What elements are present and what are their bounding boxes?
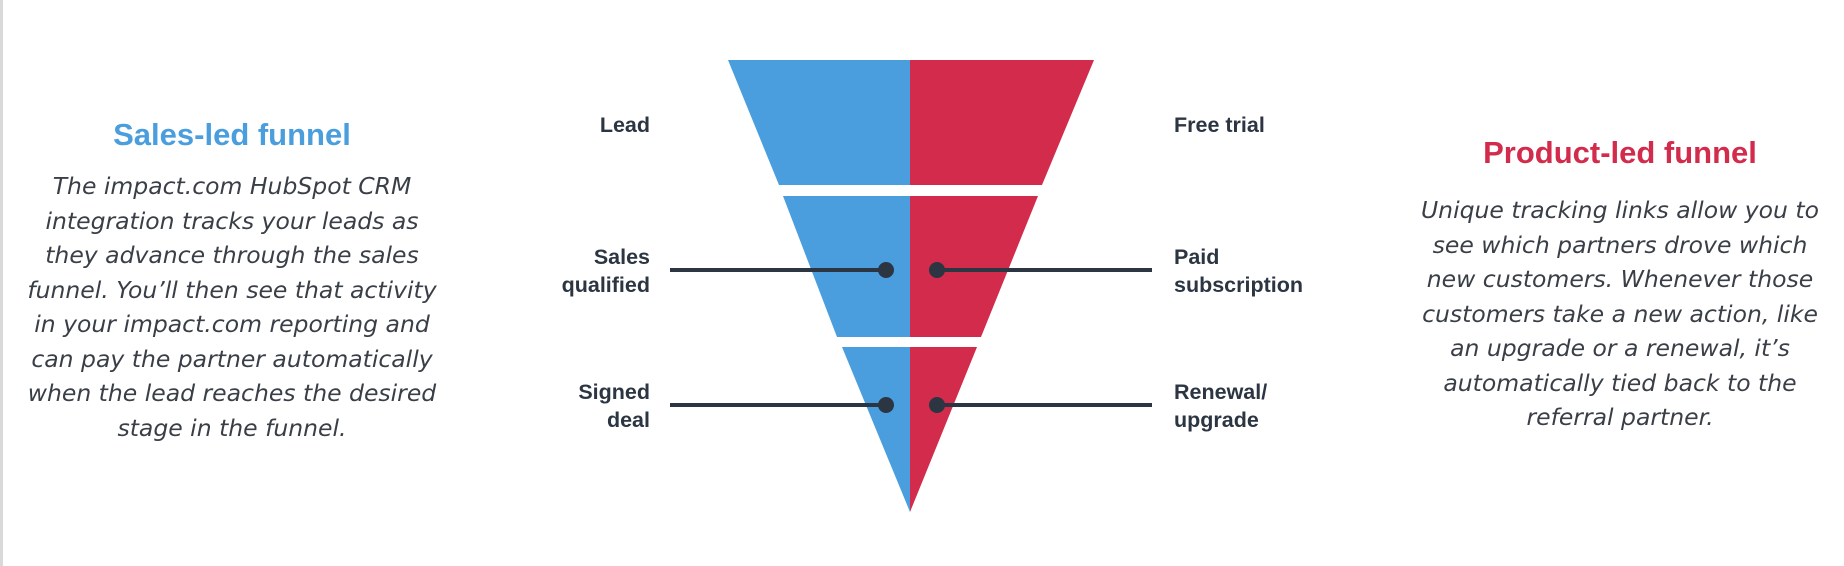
- sales-led-panel: Sales-led funnel The impact.com HubSpot …: [22, 116, 442, 445]
- sales-stage-signed-label-line2: deal: [607, 408, 650, 432]
- sales-stage-signed-label-line1: Signed: [578, 380, 650, 404]
- product-led-title: Product-led funnel: [1483, 135, 1757, 170]
- product-funnel-segment-3: [910, 347, 977, 512]
- sales-funnel-segment-3: [842, 347, 910, 512]
- left-border: [0, 0, 3, 566]
- product-stage-paid-label-line2: subscription: [1174, 273, 1303, 297]
- sales-led-description: The impact.com HubSpot CRM integration t…: [27, 172, 437, 442]
- sales-led-title: Sales-led funnel: [113, 117, 351, 152]
- sales-stage-lead-label: Lead: [600, 113, 650, 137]
- sales-stage-qualified-label-line2: qualified: [562, 273, 650, 297]
- product-led-description: Unique tracking links allow you to see w…: [1420, 196, 1820, 432]
- product-stage-renewal-label-line2: upgrade: [1174, 408, 1259, 432]
- product-stage-trial-label: Free trial: [1174, 113, 1265, 137]
- sales-qualified-dot: [878, 262, 894, 278]
- product-stage-paid-label-line1: Paid: [1174, 245, 1219, 269]
- renewal-upgrade-dot: [929, 397, 945, 413]
- sales-stage-qualified-label-line1: Sales: [594, 245, 650, 269]
- sales-funnel-segment-1: [728, 60, 910, 185]
- sales-funnel-segment-2: [783, 196, 910, 337]
- signed-deal-dot: [878, 397, 894, 413]
- paid-subscription-dot: [929, 262, 945, 278]
- product-led-panel: Product-led funnel Unique tracking links…: [1405, 134, 1835, 435]
- product-stage-renewal-label-line1: Renewal/: [1174, 380, 1267, 404]
- product-funnel-segment-2: [910, 196, 1038, 337]
- product-funnel-segment-1: [910, 60, 1094, 185]
